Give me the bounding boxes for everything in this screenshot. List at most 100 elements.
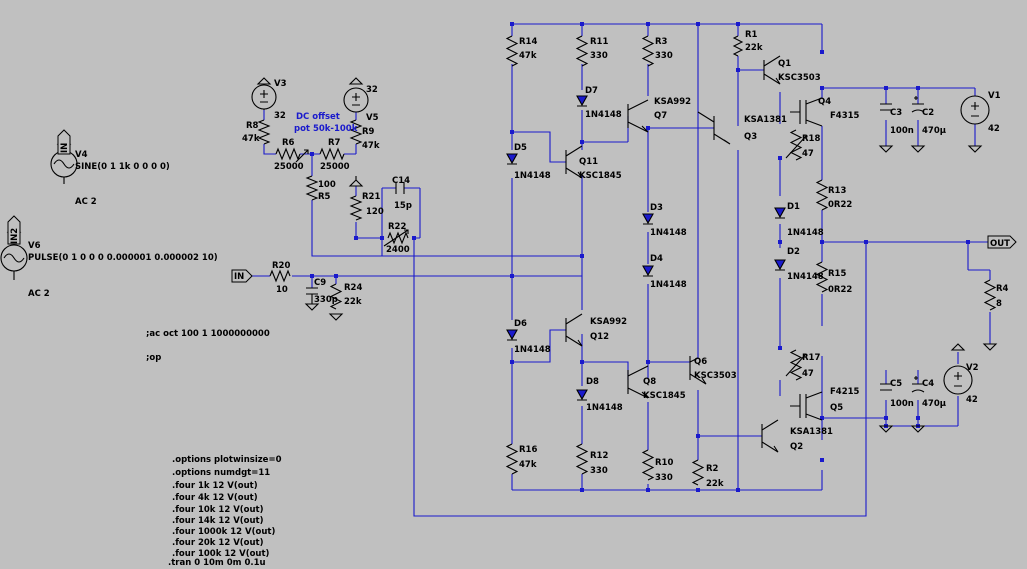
label-q12-value: KSA992 bbox=[590, 317, 627, 327]
transistor-q12 bbox=[565, 313, 583, 347]
svg-text:IN: IN bbox=[234, 272, 244, 282]
label-q1-value: KSC3503 bbox=[778, 73, 821, 83]
label-r13-value: 0R22 bbox=[828, 200, 852, 210]
diode-d5 bbox=[506, 153, 518, 165]
label-c4-value: 470µ bbox=[922, 399, 946, 409]
label-r24-value: 22k bbox=[344, 297, 362, 307]
label-r11-ref: R11 bbox=[590, 37, 608, 47]
label-d2-value: 1N4148 bbox=[787, 272, 824, 282]
label-r10-ref: R10 bbox=[655, 458, 673, 468]
label-q4-value: F4315 bbox=[830, 111, 860, 121]
diode-d4 bbox=[642, 265, 654, 277]
label-r5-value: 100 bbox=[318, 180, 336, 190]
diode-d6 bbox=[506, 329, 518, 341]
ground-v5 bbox=[348, 77, 364, 85]
label-r17-value: 47 bbox=[802, 369, 814, 379]
diode-d7 bbox=[576, 95, 588, 107]
pot-arrow-r17 bbox=[785, 353, 807, 377]
resistor-r14 bbox=[505, 35, 519, 67]
label-r17-ref: R17 bbox=[802, 353, 820, 363]
ground-r21 bbox=[348, 176, 364, 187]
label-r20-value: 10 bbox=[276, 285, 288, 295]
ground-v1 bbox=[967, 145, 983, 153]
source-v3 bbox=[251, 84, 277, 110]
directive-numdgt: .options numdgt=11 bbox=[172, 468, 270, 478]
label-d5-ref: D5 bbox=[514, 143, 527, 153]
capacitor-c14 bbox=[395, 182, 405, 194]
capacitor-c5 bbox=[880, 383, 892, 391]
label-q2-value: KSA1381 bbox=[790, 427, 833, 437]
label-r1-ref: R1 bbox=[745, 30, 758, 40]
label-v3-ref: V3 bbox=[274, 79, 287, 89]
label-r8-ref: R8 bbox=[246, 121, 259, 131]
label-c9-value: 330p bbox=[314, 295, 338, 305]
label-c2-ref: C2 bbox=[922, 108, 934, 118]
transistor-q2 bbox=[761, 419, 779, 453]
resistors bbox=[257, 35, 997, 486]
ground-v3 bbox=[256, 77, 272, 85]
label-r6-ref: R6 bbox=[282, 138, 295, 148]
resistor-r15 bbox=[815, 261, 829, 293]
label-r2-value: 22k bbox=[706, 479, 724, 489]
ground-c4 bbox=[910, 425, 926, 433]
label-d4-ref: D4 bbox=[650, 254, 663, 264]
directive-tran: .tran 0 10m 0m 0.1u bbox=[168, 558, 266, 568]
label-d3-ref: D3 bbox=[650, 203, 663, 213]
label-r24-ref: R24 bbox=[344, 283, 362, 293]
diodes bbox=[506, 95, 786, 401]
pot-arrow-r22 bbox=[383, 229, 409, 247]
label-r2-ref: R2 bbox=[706, 464, 719, 474]
transistor-q11 bbox=[565, 145, 583, 179]
resistor-r6 bbox=[275, 147, 301, 161]
label-r13-ref: R13 bbox=[828, 186, 846, 196]
label-r16-value: 47k bbox=[519, 460, 537, 470]
capacitor-c3 bbox=[880, 103, 892, 111]
directive-four-20k: .four 20k 12 V(out) bbox=[172, 538, 264, 548]
resistor-r2 bbox=[691, 459, 705, 486]
label-v5-value: 32 bbox=[366, 85, 378, 95]
label-r14-ref: R14 bbox=[519, 37, 537, 47]
label-q5-value: F4215 bbox=[830, 387, 860, 397]
label-q3-value: KSA1381 bbox=[744, 115, 787, 125]
label-v4-ref: V4 bbox=[75, 150, 88, 160]
resistor-r8 bbox=[257, 119, 271, 145]
label-q6-ref: Q6 bbox=[694, 357, 707, 367]
label-q5-ref: Q5 bbox=[830, 403, 843, 413]
mosfet-q4 bbox=[790, 97, 823, 127]
label-v5-ref: V5 bbox=[366, 113, 379, 123]
resistor-r18 bbox=[789, 129, 803, 161]
label-v1-value: 42 bbox=[988, 124, 1000, 134]
label-d8-ref: D8 bbox=[586, 377, 599, 387]
component-labels: R14 47k R11 330 R3 330 R1 22k Q1 KSC3503… bbox=[28, 30, 1009, 489]
diode-d2 bbox=[774, 259, 786, 271]
label-v6-value: PULSE(0 1 0 0 0 0.000001 0.000002 10) bbox=[28, 253, 218, 263]
net-flags: IN OUT IN IN2 bbox=[7, 129, 1017, 283]
label-d3-value: 1N4148 bbox=[650, 228, 687, 238]
resistor-r16 bbox=[505, 443, 519, 475]
ground-c9 bbox=[304, 303, 320, 311]
resistor-r5 bbox=[305, 175, 319, 201]
resistor-r9 bbox=[349, 119, 363, 145]
label-c5-value: 100n bbox=[890, 399, 914, 409]
resistor-r24 bbox=[329, 283, 343, 310]
label-q7-value: KSA992 bbox=[654, 97, 691, 107]
label-r21-value: 120 bbox=[366, 207, 384, 217]
directive-four-1000k: .four 1000k 12 V(out) bbox=[172, 527, 275, 537]
label-q3-ref: Q3 bbox=[744, 132, 757, 142]
label-d5-value: 1N4148 bbox=[514, 171, 551, 181]
svg-text:IN: IN bbox=[60, 143, 70, 153]
spice-directives: ;ac oct 100 1 1000000000 ;op .options pl… bbox=[146, 329, 282, 568]
label-c5-ref: C5 bbox=[890, 379, 902, 389]
label-r8-value: 47k bbox=[242, 134, 260, 144]
mosfet-q5 bbox=[790, 391, 823, 421]
label-r1-value: 22k bbox=[745, 43, 763, 53]
net-flag-in-vertical: IN bbox=[57, 129, 71, 155]
label-v2-ref: V2 bbox=[966, 363, 979, 373]
label-c14-ref: C14 bbox=[392, 176, 410, 186]
label-c14-value: 15p bbox=[394, 201, 412, 211]
transistors bbox=[565, 55, 823, 453]
label-d4-value: 1N4148 bbox=[650, 280, 687, 290]
label-r21-ref: R21 bbox=[362, 192, 380, 202]
resistor-r3 bbox=[641, 35, 655, 67]
